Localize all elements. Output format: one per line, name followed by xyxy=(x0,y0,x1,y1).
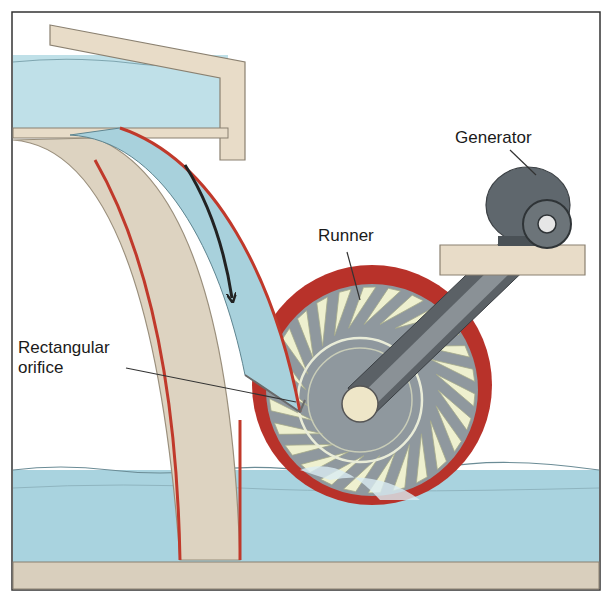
hub xyxy=(342,386,378,422)
arch-pier xyxy=(13,138,240,560)
leader-line xyxy=(347,252,360,300)
belt xyxy=(348,212,560,420)
part-label: Generator xyxy=(455,128,565,148)
leader-line xyxy=(126,368,296,402)
blade xyxy=(335,289,352,336)
leader-line xyxy=(510,150,536,175)
blade xyxy=(436,374,475,406)
blade xyxy=(349,287,376,328)
blade xyxy=(364,288,400,324)
part-label: Runner xyxy=(318,226,408,246)
part-label: Rectangular orifice xyxy=(18,338,126,378)
blade xyxy=(430,359,474,381)
ground xyxy=(13,562,599,589)
chute xyxy=(70,128,300,412)
blade xyxy=(274,423,322,434)
blade xyxy=(416,434,427,483)
blade xyxy=(298,310,314,359)
frame xyxy=(12,12,600,590)
shelf xyxy=(440,245,585,275)
blade xyxy=(317,297,328,346)
blade xyxy=(430,421,446,470)
flow-arrow xyxy=(185,165,232,298)
